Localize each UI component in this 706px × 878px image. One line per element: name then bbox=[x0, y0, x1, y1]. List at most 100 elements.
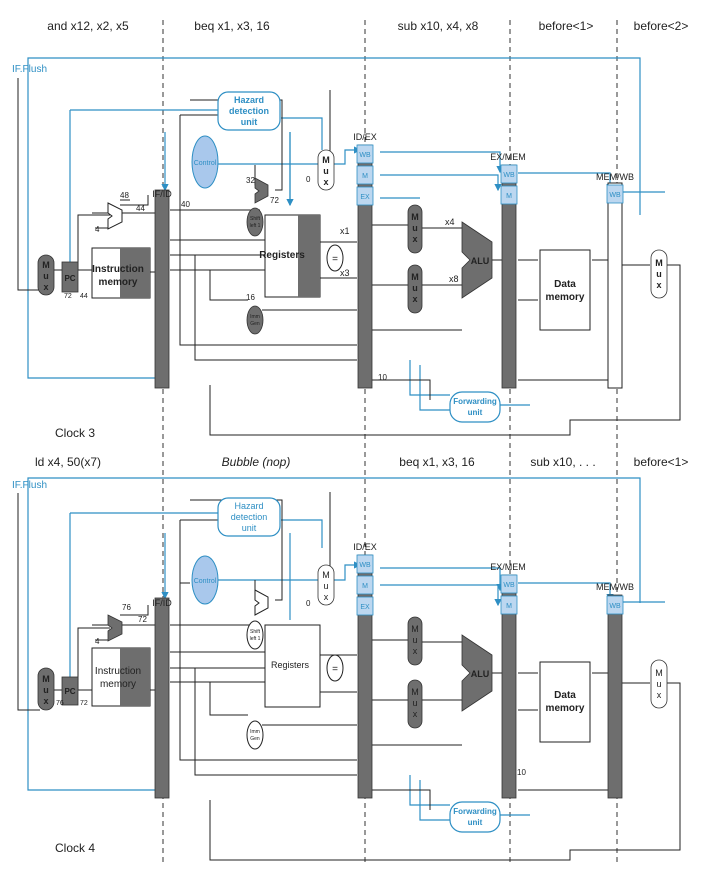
field-label: WB bbox=[503, 582, 515, 589]
field-label: WB bbox=[359, 562, 371, 569]
mux-letter: M bbox=[655, 668, 663, 678]
field-label: M bbox=[506, 603, 512, 610]
shift-left-1 bbox=[246, 620, 264, 650]
value-label: 72 bbox=[138, 615, 147, 624]
shift-label: Shift bbox=[250, 216, 261, 222]
id-ex-wb bbox=[356, 144, 374, 164]
value-label: 4 bbox=[95, 225, 100, 234]
pc-register bbox=[61, 261, 79, 293]
value-label: 4 bbox=[95, 637, 100, 646]
data-memory-label: Data bbox=[554, 279, 576, 290]
mux-letter: u bbox=[43, 271, 49, 281]
value-label: 72 bbox=[270, 196, 279, 205]
mux-letter: M bbox=[322, 570, 330, 580]
control-label: Control bbox=[194, 578, 217, 585]
pc-adder bbox=[107, 202, 123, 230]
stage-label: Bubble (nop) bbox=[222, 455, 291, 469]
ex-mem-m bbox=[500, 595, 518, 615]
equal-comparator bbox=[326, 244, 344, 272]
id-ex-m bbox=[356, 575, 374, 595]
mux-letter: M bbox=[411, 687, 419, 697]
equal-label: = bbox=[332, 254, 338, 265]
branch-adder bbox=[254, 589, 269, 616]
id-ex-wb bbox=[356, 554, 374, 574]
value-label: x3 bbox=[340, 268, 350, 278]
value-label: x1 bbox=[340, 226, 350, 236]
stage-label: sub x10, . . . bbox=[530, 455, 595, 469]
equal-comparator bbox=[326, 654, 344, 682]
field-label: M bbox=[362, 583, 368, 590]
mux-letter: x bbox=[413, 709, 418, 719]
clock-label: Clock 4 bbox=[55, 841, 95, 855]
instruction-memory-label: memory bbox=[99, 277, 138, 288]
id-ex-ex bbox=[356, 186, 374, 206]
if-id-label: IF/ID bbox=[152, 189, 172, 199]
forwarding-label: unit bbox=[468, 408, 483, 417]
value-label: 0 bbox=[306, 175, 311, 184]
mux-letter: M bbox=[42, 260, 50, 270]
alu-label: ALU bbox=[471, 669, 490, 679]
hazard-label: Hazard bbox=[234, 501, 263, 511]
mux-letter: x bbox=[412, 234, 417, 244]
mux-letter: u bbox=[656, 679, 661, 689]
mem-wb-label: MEM/WB bbox=[596, 582, 634, 592]
imm-gen-label: Gen bbox=[250, 736, 260, 742]
mux-letter: u bbox=[412, 635, 417, 645]
mux-letter: x bbox=[413, 646, 418, 656]
mux-letter: x bbox=[657, 690, 662, 700]
forwarding-label: Forwarding bbox=[453, 397, 497, 406]
clock3-panel: and x12, x2, x5 beq x1, x3, 16 sub x10, … bbox=[12, 19, 689, 436]
mux-letter: x bbox=[43, 696, 48, 706]
value-label: 44 bbox=[80, 293, 88, 300]
forwarding-label: unit bbox=[468, 818, 483, 827]
shift-label: left 1 bbox=[250, 223, 261, 229]
clock4-panel: ld x4, 50(x7) Bubble (nop) beq x1, x3, 1… bbox=[12, 455, 689, 861]
forward-a-mux bbox=[407, 204, 423, 254]
mux-letter: M bbox=[411, 212, 419, 222]
forward-a-mux bbox=[407, 616, 423, 666]
forward-b-mux bbox=[407, 679, 423, 729]
ex-mem-wb bbox=[500, 164, 518, 184]
control-mux bbox=[317, 149, 335, 191]
control-label: Control bbox=[194, 160, 217, 167]
stage-label: before<1> bbox=[634, 455, 689, 469]
equal-label: = bbox=[332, 664, 338, 675]
data-memory-label: memory bbox=[546, 703, 585, 714]
field-label: WB bbox=[359, 152, 371, 159]
value-label: 72 bbox=[64, 293, 72, 300]
value-label: 32 bbox=[246, 176, 255, 185]
imm-gen-label: Imm bbox=[250, 314, 260, 320]
mem-wb-register bbox=[607, 182, 623, 389]
data-memory bbox=[539, 249, 591, 331]
forwarding-unit bbox=[449, 801, 501, 833]
mux-letter: M bbox=[655, 258, 663, 268]
alu-label: ALU bbox=[471, 256, 490, 266]
instruction-memory-label: memory bbox=[100, 679, 136, 690]
imm-gen-label: Imm bbox=[250, 729, 260, 735]
stage-label: beq x1, x3, 16 bbox=[194, 19, 270, 33]
shift-label: left 1 bbox=[250, 636, 261, 642]
control-unit bbox=[191, 135, 219, 189]
instruction-memory-label: Instruction bbox=[92, 264, 144, 275]
value-label: x8 bbox=[449, 274, 459, 284]
hazard-label: detection bbox=[231, 512, 268, 522]
mux-letter: u bbox=[656, 269, 662, 279]
hazard-label: unit bbox=[241, 117, 258, 127]
mem-wb-register bbox=[607, 594, 623, 799]
shift-label: Shift bbox=[250, 629, 261, 635]
stage-label: before<2> bbox=[634, 19, 689, 33]
value-label: 10 bbox=[378, 373, 387, 382]
ex-mem-m bbox=[500, 185, 518, 205]
if-id-register bbox=[154, 189, 170, 389]
hazard-label: Hazard bbox=[234, 95, 264, 105]
data-memory-label: Data bbox=[554, 690, 576, 701]
if-flush-label: IF.Flush bbox=[12, 480, 47, 491]
mux-letter: u bbox=[412, 698, 417, 708]
field-label: EX bbox=[360, 604, 370, 611]
stage-label: ld x4, 50(x7) bbox=[35, 455, 101, 469]
mux-letter: M bbox=[322, 155, 330, 165]
registers-label: Registers bbox=[259, 250, 305, 261]
value-label: 48 bbox=[120, 191, 129, 200]
instruction-memory-label: Instruction bbox=[95, 666, 141, 677]
